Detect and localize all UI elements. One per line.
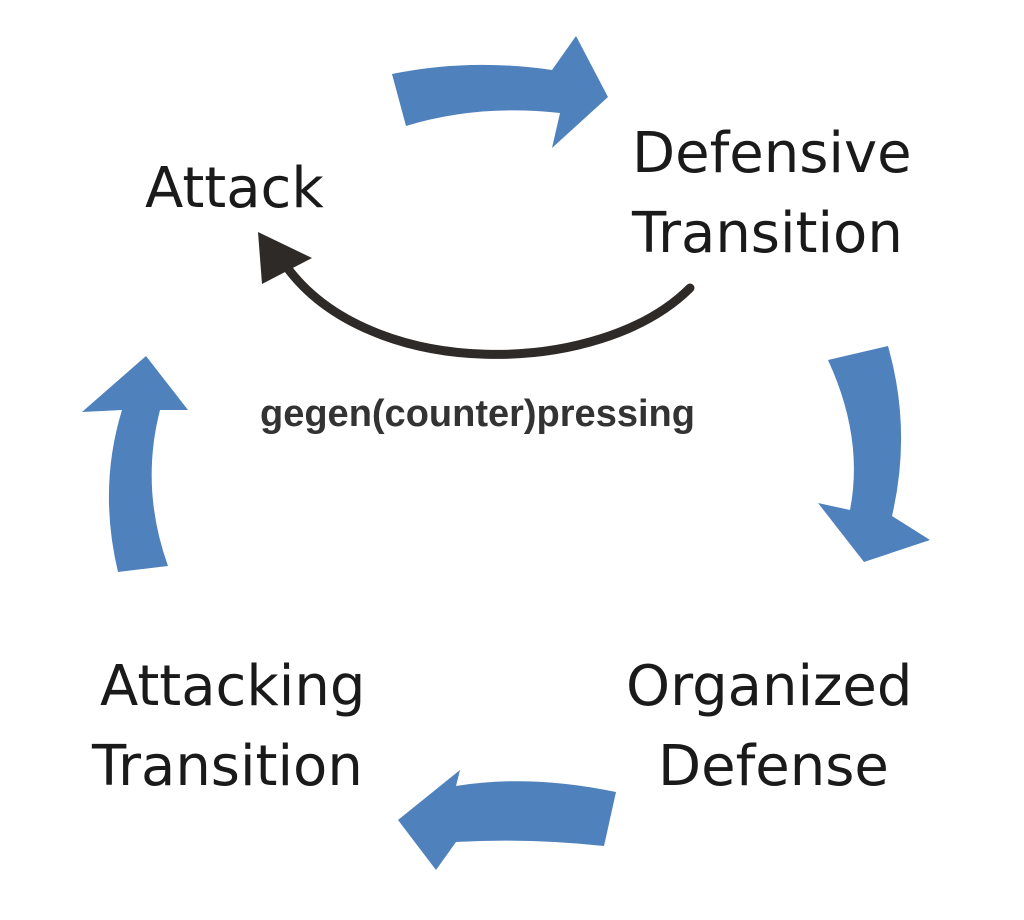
stage-organized-defense-label-line1: Organized (626, 654, 912, 719)
stage-attacking-transition-label-line2: Transition (91, 734, 363, 799)
stage-attack-label: Attack (145, 156, 324, 221)
shortcut-arrow-shaft-icon (281, 261, 695, 359)
gegenpressing-label: gegen(counter)pressing (260, 393, 695, 435)
arrow-attacking-transition-to-attack-icon (82, 356, 188, 572)
stage-defensive-transition-label-line2: Transition (631, 201, 903, 266)
stage-defensive-transition-label-line1: Defensive (632, 121, 912, 186)
arrow-attack-to-defensive-transition-icon (392, 36, 608, 148)
arrow-organized-defense-to-attacking-transition-icon (398, 770, 616, 870)
stage-organized-defense-label-line2: Defense (658, 734, 889, 799)
stage-attacking-transition-label-line1: Attacking (100, 654, 365, 719)
shortcut-arrow-head-icon (258, 232, 312, 284)
arrow-defensive-transition-to-organized-defense-icon (818, 346, 930, 562)
